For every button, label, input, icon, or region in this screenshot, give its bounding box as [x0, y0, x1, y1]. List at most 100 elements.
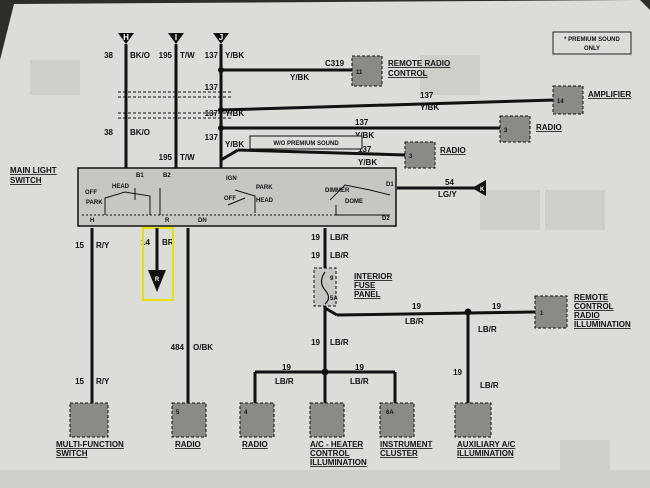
wire-15-b-col: R/Y	[96, 377, 110, 386]
svg-text:H: H	[123, 33, 129, 42]
svg-text:ILLUMINATION: ILLUMINATION	[310, 458, 367, 467]
svg-text:4: 4	[244, 410, 248, 416]
wires	[90, 44, 556, 405]
component-remote-radio-control: 11 REMOTE RADIO CONTROL	[351, 55, 450, 87]
wire-15-a-col: R/Y	[96, 241, 110, 250]
wire-19-c-num: 19	[412, 302, 421, 311]
wire-19-e-num: 19	[311, 338, 320, 347]
wire-137-e-num: 137	[355, 118, 369, 127]
wire-137-d-num: 137	[205, 109, 219, 118]
wire-137-b-col: Y/BK	[290, 73, 309, 82]
component-ac-heater-control: A/C - HEATER CONTROL ILLUMINATION	[309, 402, 367, 467]
interior-fuse-panel	[313, 267, 337, 307]
wire-195-b-num: 195	[159, 153, 173, 162]
terminal-k: K	[472, 180, 486, 196]
component-radio-c: 5 RADIO	[171, 402, 207, 449]
fuse-panel-label-2: FUSE	[354, 281, 376, 290]
wire-137-e-col: Y/BK	[355, 131, 374, 140]
terminal-h: H	[118, 33, 134, 44]
switch-park-left: PARK	[86, 200, 103, 206]
wire-38-b-col: BK/O	[130, 128, 150, 137]
switch-head-left: HEAD	[112, 184, 130, 190]
component-multi-function-switch: MULTI-FUNCTION SWITCH	[56, 402, 124, 458]
switch-dn: DN	[198, 218, 207, 224]
switch-ign: IGN	[226, 176, 237, 182]
wire-38-b-num: 38	[104, 128, 113, 137]
wire-19-h-num: 19	[453, 368, 462, 377]
svg-text:1: 1	[540, 311, 544, 317]
svg-text:I: I	[175, 33, 177, 42]
switch-park-right: PARK	[256, 185, 273, 191]
component-auxiliary-ac-illumination: AUXILIARY A/C ILLUMINATION	[454, 402, 516, 458]
dashed-wires	[118, 91, 232, 119]
wire-19-c-col: LB/R	[405, 317, 424, 326]
svg-text:INSTRUMENT: INSTRUMENT	[380, 440, 433, 449]
svg-text:A/C - HEATER: A/C - HEATER	[310, 440, 363, 449]
wire-15-a-num: 15	[75, 241, 84, 250]
wire-195-b-col: T/W	[180, 153, 195, 162]
wire-19-a-col: LB/R	[330, 233, 349, 242]
wire-137-d-col: Y/BK	[225, 109, 244, 118]
terminal-i: I	[168, 33, 184, 44]
switch-off-left: OFF	[85, 190, 97, 196]
switch-internals	[82, 184, 391, 216]
premium-note-line1: * PREMIUM SOUND	[564, 37, 620, 43]
switch-off-right: OFF	[224, 196, 236, 202]
svg-text:14: 14	[557, 99, 564, 105]
svg-text:RADIO: RADIO	[536, 123, 562, 132]
svg-text:REMOTE RADIO: REMOTE RADIO	[388, 59, 450, 68]
svg-text:AUXILIARY A/C: AUXILIARY A/C	[457, 440, 516, 449]
svg-text:REMOTE: REMOTE	[574, 293, 609, 302]
svg-text:CLUSTER: CLUSTER	[380, 449, 418, 458]
wire-19-d-num: 19	[492, 302, 501, 311]
svg-text:SWITCH: SWITCH	[56, 449, 88, 458]
wire-19-g-num: 19	[355, 363, 364, 372]
wire-137-g-col: Y/BK	[358, 158, 377, 167]
wire-137-b-num: 137	[205, 83, 219, 92]
wire-137-f-num: 137	[205, 133, 219, 142]
wire-137-c-col: Y/BK	[420, 103, 439, 112]
wire-14-col: BR	[162, 238, 174, 247]
premium-note-line2: ONLY	[584, 46, 600, 52]
terminal-j: J	[213, 33, 229, 44]
wire-19-a-num: 19	[311, 233, 320, 242]
svg-text:11: 11	[356, 70, 363, 76]
wire-38-a-col: BK/O	[130, 51, 150, 60]
svg-text:RADIO: RADIO	[440, 146, 466, 155]
switch-dome: DOME	[345, 199, 363, 205]
svg-text:ILLUMINATION: ILLUMINATION	[457, 449, 514, 458]
svg-text:5: 5	[176, 410, 180, 416]
main-switch-label-2: SWITCH	[10, 176, 42, 185]
wire-195-a-col: T/W	[180, 51, 195, 60]
fuse-pin-top: 9	[330, 276, 334, 282]
wire-38-a-num: 38	[104, 51, 113, 60]
switch-head-right: HEAD	[256, 198, 274, 204]
switch-b1: B1	[136, 173, 144, 179]
wire-137-a-num: 137	[205, 51, 219, 60]
component-radio-a: 3 RADIO	[499, 115, 562, 143]
wo-premium-box	[249, 135, 363, 150]
switch-dimmer: DIMMER	[325, 188, 350, 194]
svg-text:MULTI-FUNCTION: MULTI-FUNCTION	[56, 440, 124, 449]
svg-text:J: J	[219, 33, 223, 42]
svg-text:K: K	[480, 187, 485, 193]
wire-137-a-col: Y/BK	[225, 51, 244, 60]
wire-19-b-num: 19	[311, 251, 320, 260]
svg-text:ILLUMINATION: ILLUMINATION	[574, 320, 631, 329]
component-remote-control-radio-illumination: 1 REMOTE CONTROL RADIO ILLUMINATION	[534, 293, 631, 329]
svg-text:RADIO: RADIO	[175, 440, 201, 449]
wire-14-num: 14	[141, 238, 150, 247]
premium-note-box	[552, 31, 632, 55]
wire-54-col: LG/Y	[438, 190, 457, 199]
wire-19-g-col: LB/R	[350, 377, 369, 386]
wire-19-h-col: LB/R	[480, 381, 499, 390]
fuse-pin-bot: 5A	[330, 296, 338, 302]
wire-484-col: O/BK	[193, 343, 213, 352]
wire-137-c-num: 137	[420, 91, 434, 100]
svg-text:AMPLIFIER: AMPLIFIER	[588, 90, 631, 99]
svg-text:RADIO: RADIO	[574, 311, 600, 320]
switch-h: H	[90, 218, 94, 224]
component-radio-b: 3 RADIO	[404, 141, 466, 169]
wo-premium-label: W/O PREMIUM SOUND	[273, 141, 339, 147]
